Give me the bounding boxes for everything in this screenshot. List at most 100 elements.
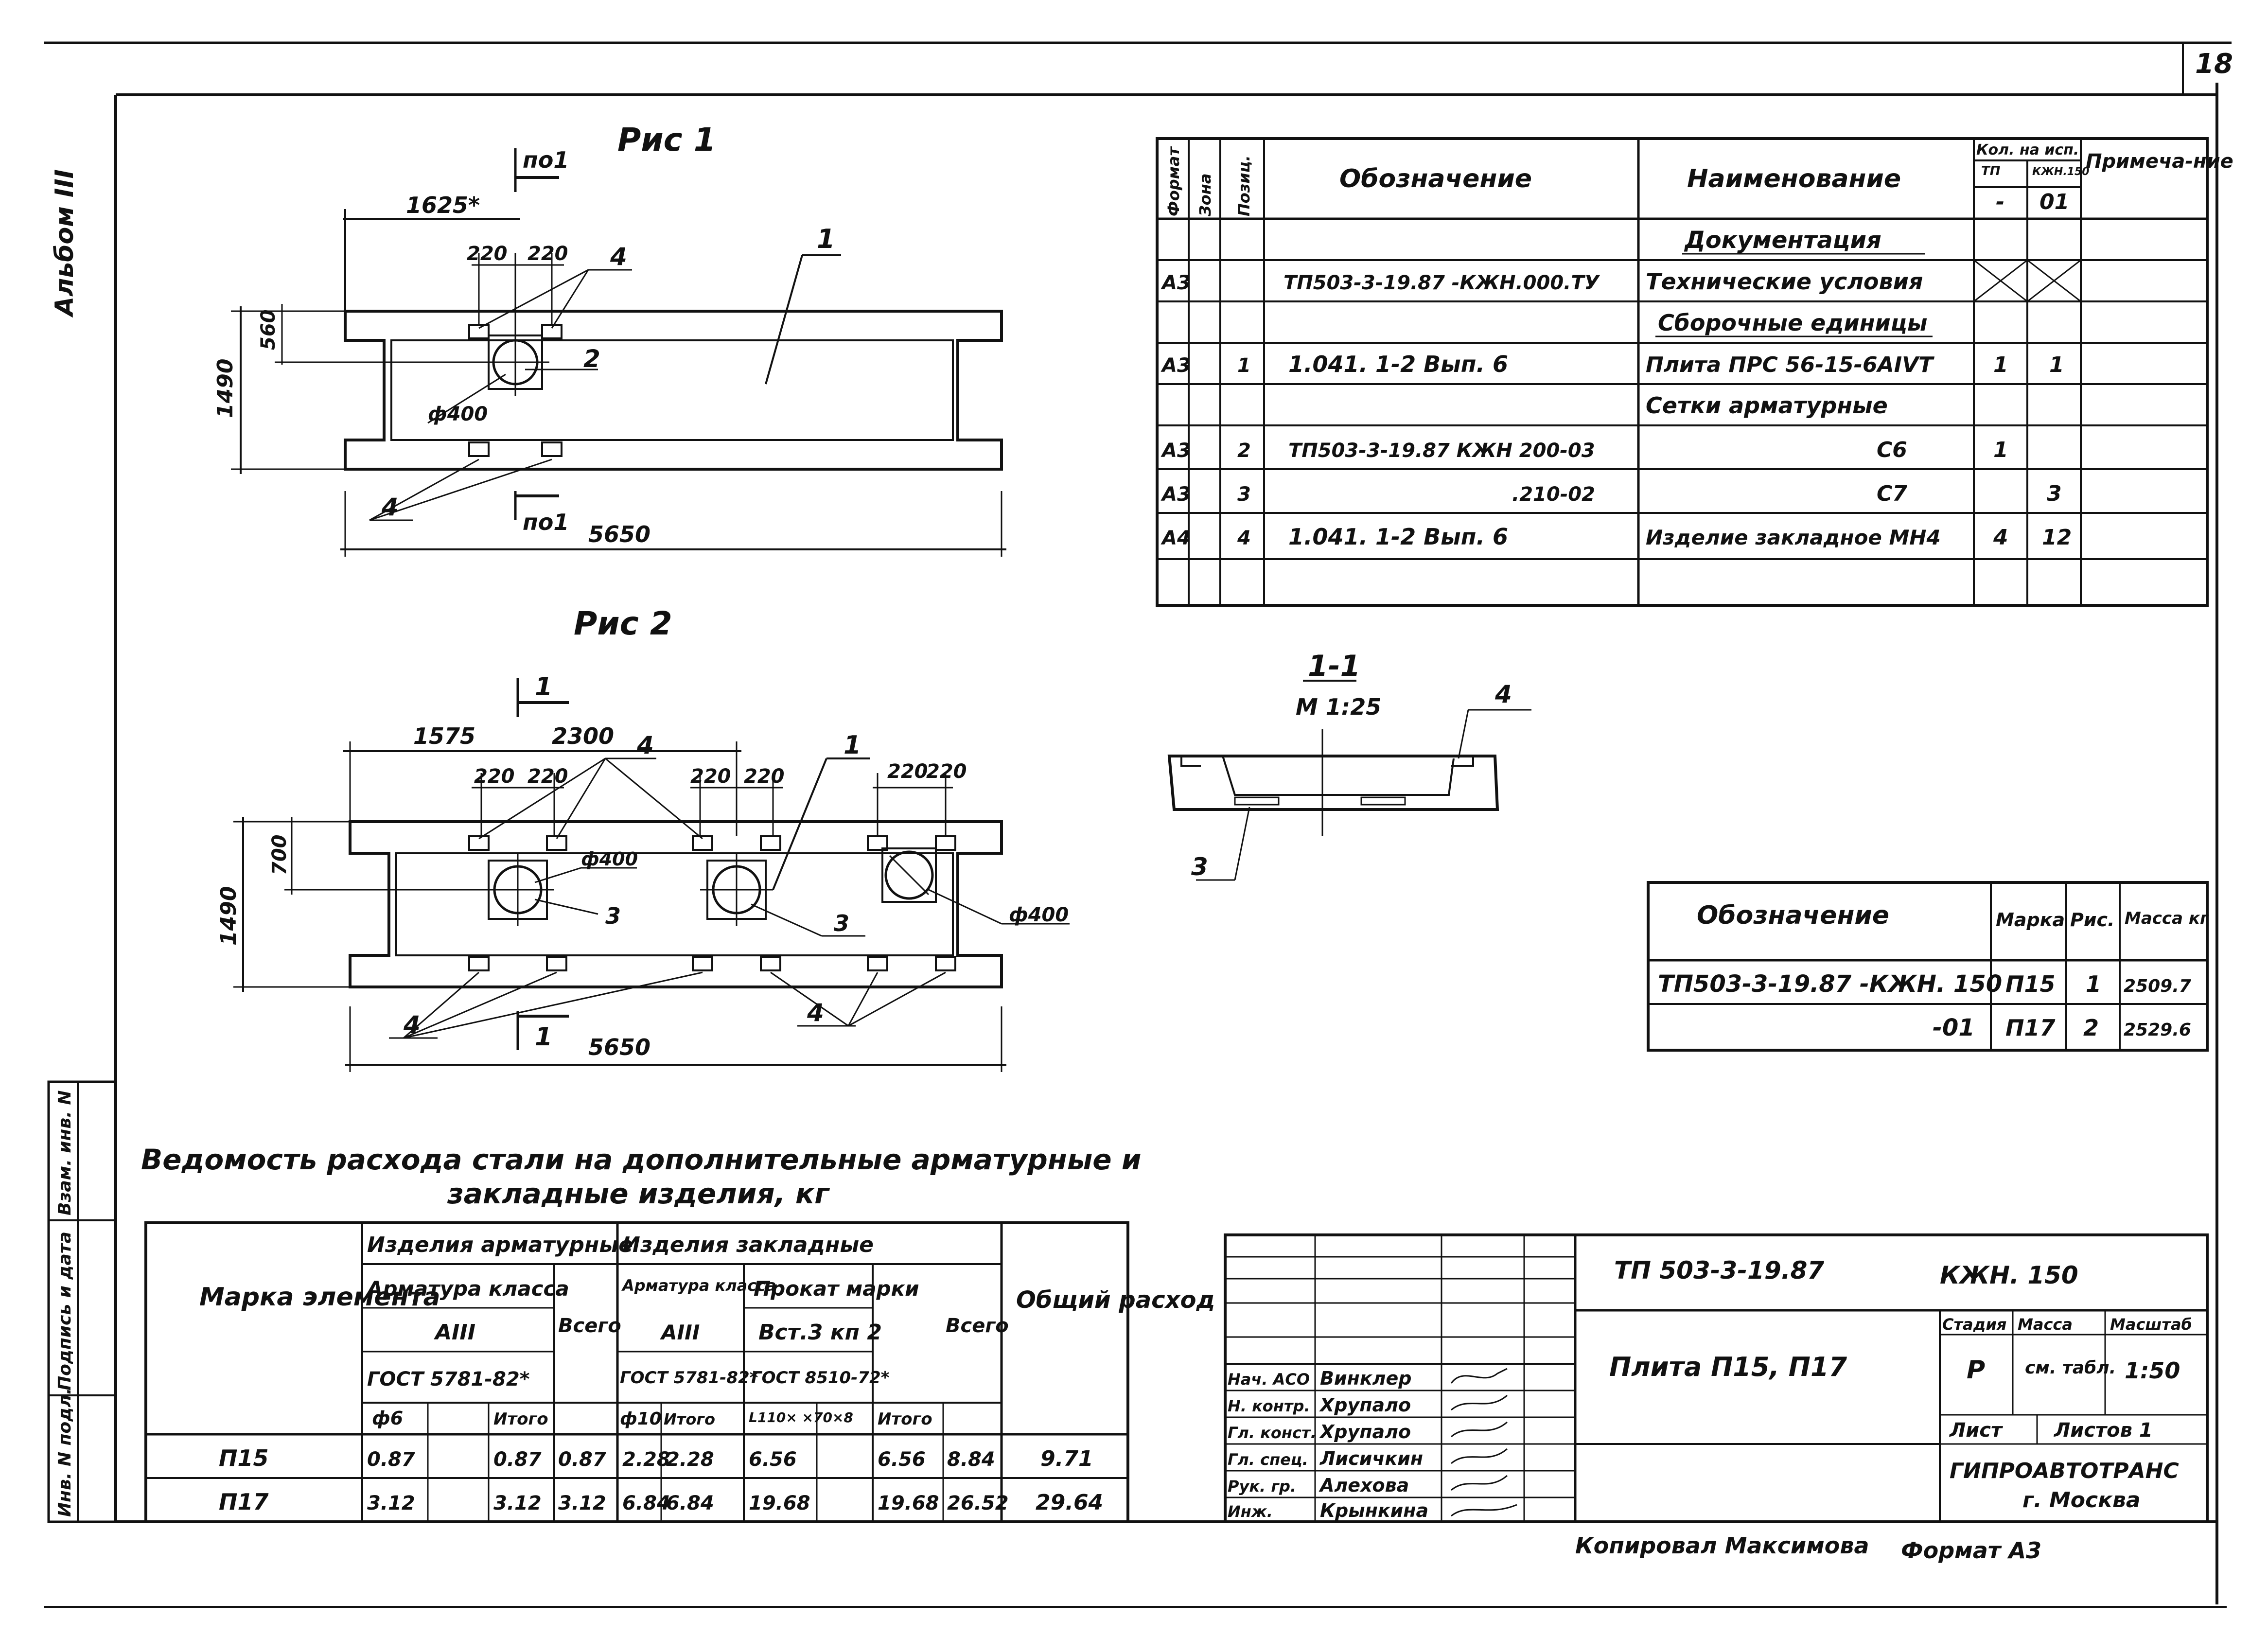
steel-header-a3: АIII [434, 1320, 475, 1345]
steel-row: П15 0.87 0.87 0.87 2.28 2.28 6.56 6.56 8… [219, 1445, 1093, 1471]
stamp-stage: Р [1967, 1355, 1985, 1385]
steel-header-itogo3: Итого [878, 1409, 932, 1429]
fig1-pos1: 1 [817, 224, 835, 254]
fig1-cut-bottom: по1 [523, 509, 569, 535]
steel-header-grade: Вст.3 кп 2 [758, 1320, 882, 1345]
stamp-person-name: Лисичкин [1319, 1448, 1423, 1469]
stamp-mass: см. табл. [2025, 1358, 2116, 1378]
marks-header-fig: Рис. [2070, 909, 2114, 931]
stamp-person-role: Н. контр. [1228, 1397, 1310, 1415]
spec-cell-format: А3 [1160, 272, 1191, 294]
steel-header-angle: L110× ×70×8 [749, 1409, 853, 1426]
spec-cell-designation: .210-02 [1512, 483, 1595, 506]
section-scale: М 1:25 [1296, 694, 1381, 720]
spec-header-designation: Обозначение [1339, 164, 1532, 194]
spec-cell-qty2: 3 [2047, 481, 2062, 506]
marks-cell-mass: 2509.7 [2124, 976, 2191, 996]
figure-1: Рис 1 по1 по1 1625* 220 220 [213, 121, 1006, 557]
stamp-person: Нач. АСО Винклер [1228, 1368, 1508, 1389]
spec-row: А3 2 ТП503-3-19.87 КЖН 200-03 С6 1 [1160, 438, 2008, 462]
fig1-dim-length: 5650 [588, 521, 651, 547]
fig2-dim-220: 220 [744, 765, 785, 788]
spec-cell-qty1: 1 [1993, 438, 2008, 462]
fig1-plate [468, 324, 490, 339]
fig1-slab-outline [344, 310, 1003, 471]
steel-cell-itogo2: 2.28 [666, 1448, 714, 1471]
marks-table: Обозначение Марка Рис. Масса кг ТП503-3-… [1647, 881, 2209, 1052]
steel-cell-itogo3: 19.68 [878, 1492, 939, 1514]
steel-cell-itogo2: 6.84 [666, 1492, 714, 1514]
spec-row: А3 ТП503-3-19.87 -КЖН.000.ТУ Технические… [1160, 268, 1923, 295]
fig2-dim-height: 1490 [216, 886, 241, 946]
fig2-hole-b: ф400 [1009, 904, 1069, 926]
spec-cell-pos: 1 [1237, 354, 1251, 377]
spec-cell-designation: 1.041. 1-2 Вып. 6 [1288, 351, 1508, 377]
marks-header-mark: Марка [1996, 909, 2065, 931]
fig2-dim-length: 5650 [588, 1034, 651, 1060]
marks-row: ТП503-3-19.87 -КЖН. 150 П15 1 2509.7 [1658, 970, 2191, 998]
steel-cell-total1: 0.87 [558, 1448, 606, 1471]
spec-cell-pos: 3 [1237, 483, 1251, 506]
stamp-person-name: Винклер [1320, 1368, 1411, 1389]
title-block: ТП 503-3-19.87 КЖН. 150 Плита П15, П17 С… [1224, 1233, 2209, 1523]
fig2-inner-cavity [395, 852, 954, 956]
section-pos4: 4 [1494, 680, 1512, 708]
spec-cell-qty2: 1 [2049, 352, 2064, 377]
stamp-person: Рук. гр. Алехова [1228, 1475, 1508, 1496]
spec-cell-qty2: 12 [2042, 525, 2072, 550]
stamp-person-role: Гл. конст. [1228, 1424, 1317, 1442]
fig2-dim-span: 2300 [552, 723, 614, 749]
stamp-title: Плита П15, П17 [1609, 1352, 1847, 1382]
spec-cell-format: А3 [1160, 440, 1191, 462]
steel-cell-d10: 6.84 [622, 1492, 670, 1514]
marks-cell-mark: П17 [2005, 1015, 2056, 1041]
album-label: Альбом III [50, 169, 79, 318]
marks-cell-designation: ТП503-3-19.87 -КЖН. 150 [1658, 970, 2002, 998]
steel-cell-itogo1: 3.12 [493, 1492, 542, 1514]
steel-header-gost3: ГОСТ 8510-72* [751, 1368, 890, 1388]
fig1-inner-cavity [390, 339, 954, 441]
steel-table: Ведомость расхода стали на дополнительны… [141, 1143, 1215, 1523]
fig1-dim-top: 1625* [406, 192, 480, 218]
fig2-dim-left: 1575 [413, 723, 475, 749]
fig2-dim-side: 700 [268, 835, 291, 876]
fig2-pos3b: 3 [834, 910, 849, 936]
stamp-scale: 1:50 [2125, 1357, 2180, 1384]
stamp-person: Гл. спец. Лисичкин [1228, 1448, 1508, 1469]
steel-title-line1: Ведомость расхода стали на дополнительны… [141, 1143, 1141, 1176]
steel-cell-angle: 19.68 [749, 1492, 810, 1514]
stamp-person-role: Рук. гр. [1228, 1477, 1296, 1496]
spec-cell-name: Технические условия [1646, 268, 1923, 295]
spec-cell-name: Документация [1684, 227, 1881, 254]
page-number: 18 [2195, 48, 2233, 80]
stamp-person-name: Хрупало [1319, 1421, 1411, 1443]
spec-row: Сборочные единицы [1655, 310, 1933, 337]
stamp-sheets: Листов 1 [2054, 1419, 2153, 1442]
spec-row: А4 4 1.041. 1-2 Вып. 6 Изделие закладное… [1160, 524, 2072, 550]
marks-cell-designation: -01 [1933, 1014, 1975, 1041]
marks-cell-fig: 2 [2083, 1015, 2099, 1041]
spec-header-format: Формат [1164, 146, 1183, 216]
steel-cell-overall: 29.64 [1036, 1490, 1103, 1515]
steel-header-emb-a3: АIII [660, 1320, 700, 1344]
spec-header-qty-kzhn: КЖН.150 [2032, 166, 2090, 178]
copied-by: Копировал Максимова [1575, 1532, 1869, 1559]
fig2-pos1: 1 [844, 731, 861, 760]
steel-cell-overall: 9.71 [1040, 1446, 1093, 1471]
steel-cell-d10: 2.28 [622, 1448, 670, 1471]
fig2-plate [935, 956, 956, 971]
steel-cell-angle: 6.56 [749, 1448, 797, 1471]
fig1-hole-label: ф400 [428, 403, 488, 425]
fig1-plate [468, 441, 490, 457]
spec-cell-designation: 1.041. 1-2 Вып. 6 [1288, 524, 1508, 550]
stamp-org1: ГИПРОАВТОТРАНС [1950, 1459, 2179, 1483]
side-stamp-replace: Взам. инв. N [55, 1090, 75, 1215]
fig2-hole [884, 850, 934, 900]
fig2-dim-220: 220 [887, 760, 928, 783]
steel-header-itogo2: Итого [664, 1410, 715, 1428]
marks-header-designation: Обозначение [1697, 901, 1889, 930]
side-stamp-sign: Подпись и дата [55, 1232, 75, 1391]
spec-cell-pos: 2 [1237, 440, 1251, 462]
fig1-dim-b: 220 [527, 243, 568, 265]
